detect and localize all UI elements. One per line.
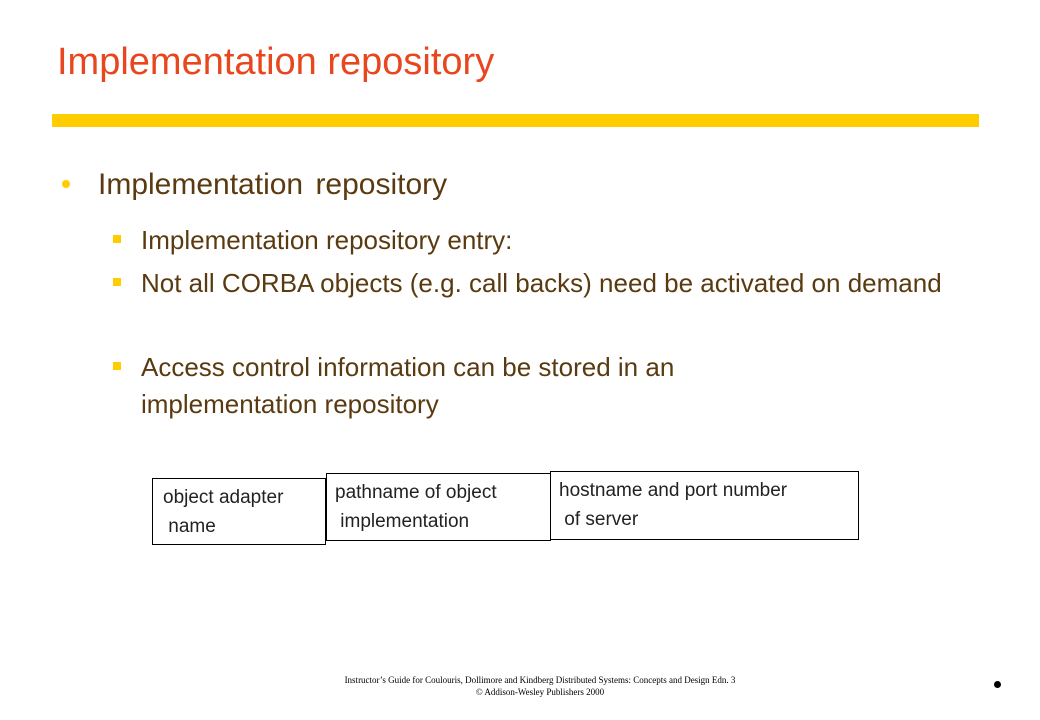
entry-field-line: name	[163, 516, 216, 537]
slide-title: Implementation repository	[57, 41, 495, 83]
square-bullet-icon	[113, 278, 121, 286]
slide-marker-dot-icon	[994, 681, 1001, 688]
sub-bullet-text: Access control information can be stored…	[141, 352, 675, 419]
entry-field-object-adapter-name: object adapter name	[152, 478, 326, 545]
entry-field-line: implementation	[335, 511, 470, 532]
footer-copyright: © Addison-Wesley Publishers 2000	[475, 687, 605, 697]
entry-field-pathname: pathname of object implementation	[326, 473, 551, 541]
square-bullet-icon	[113, 235, 121, 243]
footer-credit: Instructor’s Guide for Coulouris, Dollim…	[344, 675, 736, 685]
entry-field-line: hostname and port number	[559, 480, 788, 501]
bullet-dot-icon	[62, 180, 70, 188]
entry-field-line: pathname of object	[335, 482, 497, 503]
entry-field-line: object adapter	[163, 487, 284, 508]
entry-field-line: of server	[559, 509, 639, 530]
entry-field-hostname-port: hostname and port number of server	[550, 471, 859, 540]
sub-bullet-text: Not all CORBA objects (e.g. call backs) …	[141, 268, 942, 298]
sub-bullet-text: Implementation repository entry:	[141, 225, 513, 255]
square-bullet-icon	[113, 362, 121, 370]
title-underline-bar	[52, 114, 979, 127]
main-bullet-text: Implementation repository	[98, 168, 448, 201]
